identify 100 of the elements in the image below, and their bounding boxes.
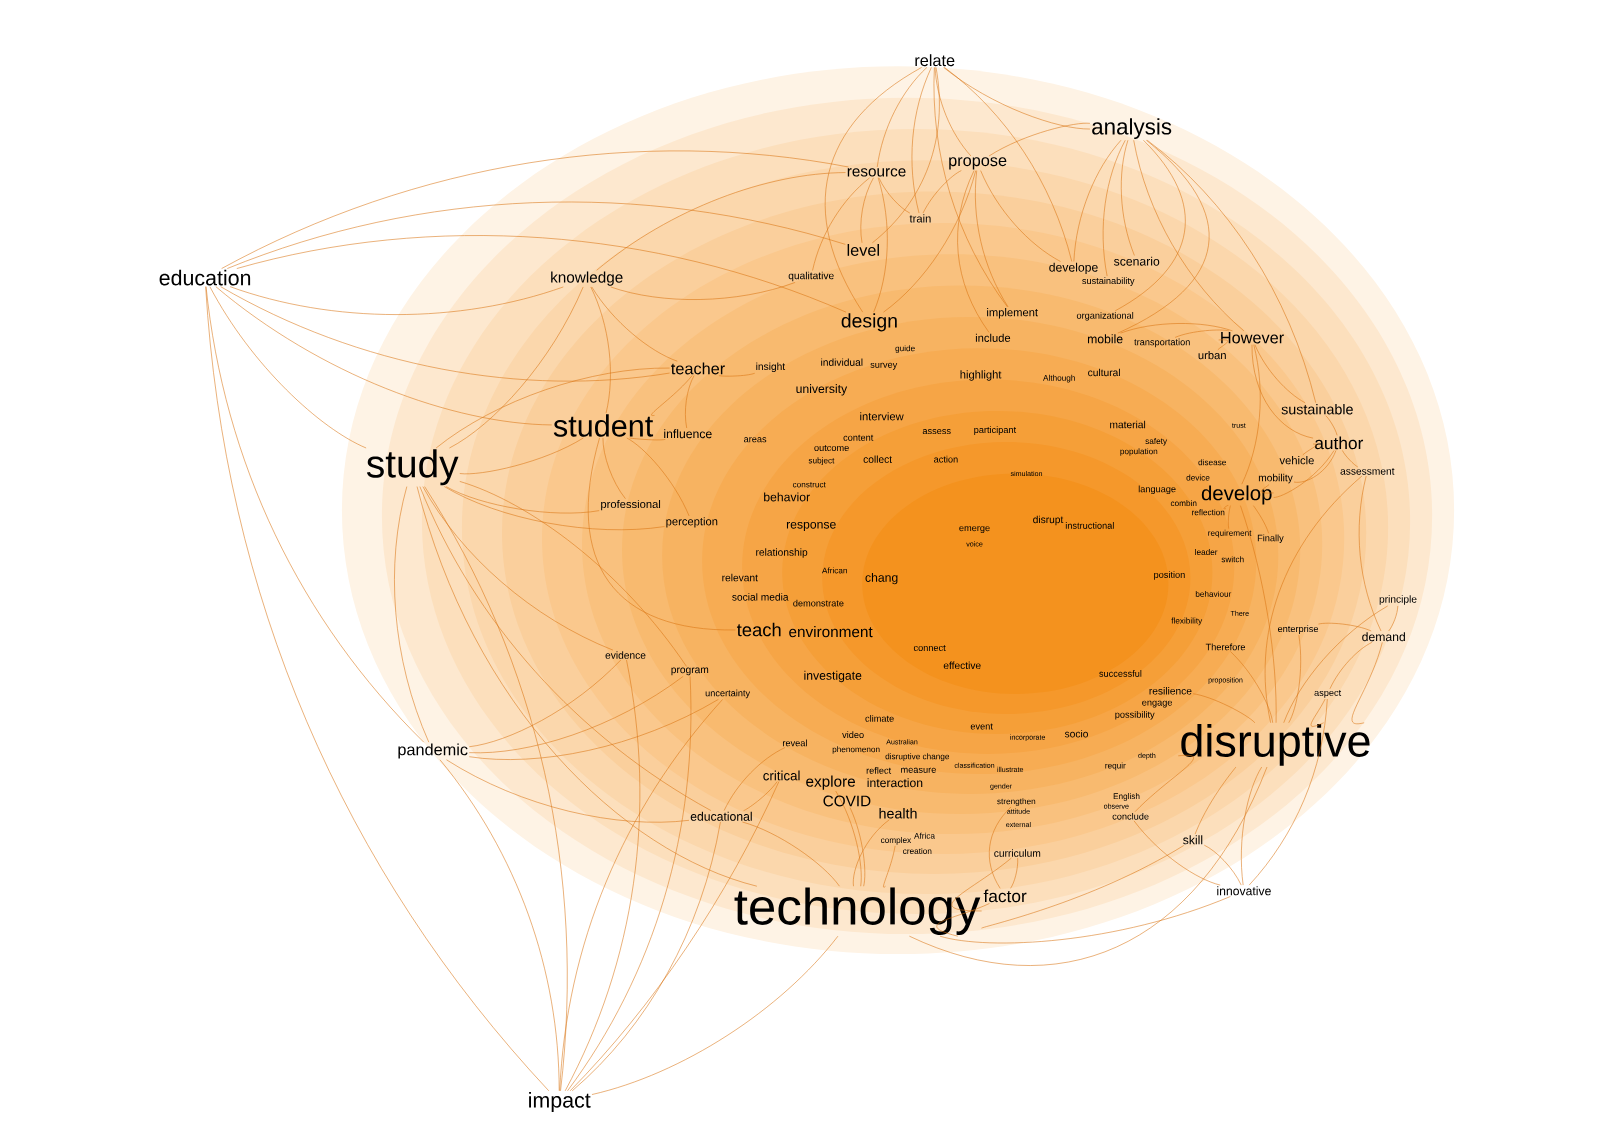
keyword-label: resource [847,168,906,177]
keyword-label: sustainability [1082,277,1135,286]
link-line [812,177,870,271]
keyword-label: Finally [1257,534,1284,544]
keyword-label: action [934,455,958,463]
link-line [1134,755,1194,812]
link-line [1204,844,1242,886]
keyword-label: leader [1195,549,1218,555]
keyword-label: skill [1183,835,1203,845]
link-line [951,857,1012,912]
keyword-label: assess [922,429,951,435]
link-line [220,286,670,382]
link-line [743,781,778,811]
keyword-label: flexibility [1171,617,1203,626]
link-line [567,676,692,1092]
keyword-label: sustainable [1281,403,1353,415]
keyword-label: relationship [756,548,808,558]
keyword-label: insight [756,362,786,373]
keyword-label: disruptive [1181,723,1370,766]
link-line [853,819,890,887]
link-line [933,67,1008,308]
link-line [988,122,1091,157]
keyword-label: collect [863,455,892,463]
link-line [989,806,1012,889]
link-line [1251,344,1314,439]
keyword-label: design [841,313,897,332]
keyword-label: teacher [671,362,725,375]
keyword-label: effective [943,661,981,670]
link-line [936,903,990,937]
link-line [1073,139,1122,262]
keyword-label: disruptive change [885,753,950,761]
link-line [911,67,932,214]
keyword-label: innovative [1217,886,1271,896]
link-line [1260,484,1274,494]
link-line [602,437,626,499]
keyword-label: environment [789,626,873,638]
keyword-label: behavior [764,492,810,502]
link-line [629,437,666,441]
link-line [422,486,614,651]
link-line [1240,505,1277,724]
keyword-label: urban [1198,351,1226,360]
link-line [1120,139,1135,256]
link-line [1217,339,1228,351]
link-line [1102,139,1126,277]
keyword-label: creation [903,848,932,854]
link-line [922,170,962,214]
link-line [939,896,1231,944]
link-line [1241,766,1262,886]
keyword-label: Although [1043,374,1075,383]
keyword-label: enterprise [1277,625,1319,634]
link-line [1288,634,1301,724]
link-line [1388,605,1399,632]
link-line [723,747,786,811]
keyword-label: language [1138,485,1176,495]
keyword-label: response [786,521,836,532]
keyword-label: scenario [1114,256,1160,266]
link-line [221,150,849,269]
link-line [1310,698,1326,727]
keyword-label: instructional [1065,522,1114,529]
keyword-label: factor [983,889,1027,903]
keyword-label: content [843,434,874,441]
keyword-label: influence [664,429,712,439]
link-line [883,845,896,888]
link-line [215,286,552,426]
link-line [872,67,940,244]
link-line [610,282,796,300]
link-line [1133,820,1221,886]
link-line [1302,443,1317,456]
link-line [1230,651,1273,724]
link-line [559,699,723,1092]
link-line [849,807,866,887]
keyword-label: chang [865,572,898,585]
link-line [1325,415,1338,436]
link-line [1283,605,1388,724]
keyword-label: engage [1142,700,1173,708]
link-line [439,759,560,1092]
keyword-label: develop [1201,485,1272,505]
keyword-label: principle [1379,595,1417,605]
keyword-label: university [796,384,848,396]
link-line [416,486,758,887]
link-line [435,367,670,449]
link-line [1253,505,1269,534]
keyword-label: impact [529,1092,591,1112]
link-line [468,699,719,760]
link-line [981,845,1185,929]
link-line [1293,450,1337,483]
link-line [588,437,736,631]
link-line [835,790,862,887]
keyword-label: program [671,667,709,676]
keyword-label: phenomenon [832,746,880,754]
keyword-label: social media [732,593,789,601]
link-line [957,170,990,333]
link-line [825,67,922,313]
keyword-label: guide [895,345,915,353]
link-line [1146,139,1316,404]
keyword-label: level [847,244,879,256]
keyword-label: possibility [1115,711,1155,720]
link-line [860,177,874,244]
link-line [1120,323,1233,334]
keyword-label: curriculum [994,849,1041,857]
